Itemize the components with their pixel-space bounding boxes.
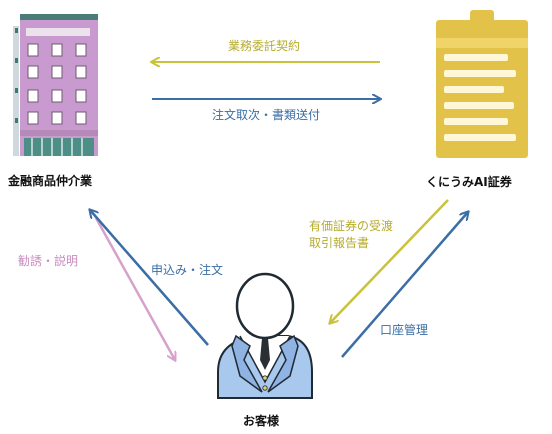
reports-label: 有価証券の受渡 取引報告書 bbox=[309, 219, 394, 250]
application-label: 申込み・注文 bbox=[151, 263, 224, 277]
order-forwarding-label: 注文取次・書類送付 bbox=[212, 108, 321, 122]
broker-label: 金融商品仲介業 bbox=[8, 174, 93, 188]
customer-label: お客様 bbox=[243, 414, 280, 428]
arrow-account bbox=[341, 212, 468, 358]
account-label: 口座管理 bbox=[380, 323, 429, 337]
arrow-solicitation bbox=[94, 217, 175, 360]
consignment-label: 業務委託契約 bbox=[228, 39, 301, 53]
securities-label: くにうみAI証券 bbox=[426, 175, 512, 189]
arrow-application bbox=[90, 210, 209, 346]
arrow-reports bbox=[330, 199, 449, 323]
customer-person-icon bbox=[217, 272, 313, 399]
broker-building-icon bbox=[13, 14, 98, 156]
securities-tower-icon bbox=[436, 10, 528, 158]
solicitation-label: 勧誘・説明 bbox=[18, 254, 79, 268]
